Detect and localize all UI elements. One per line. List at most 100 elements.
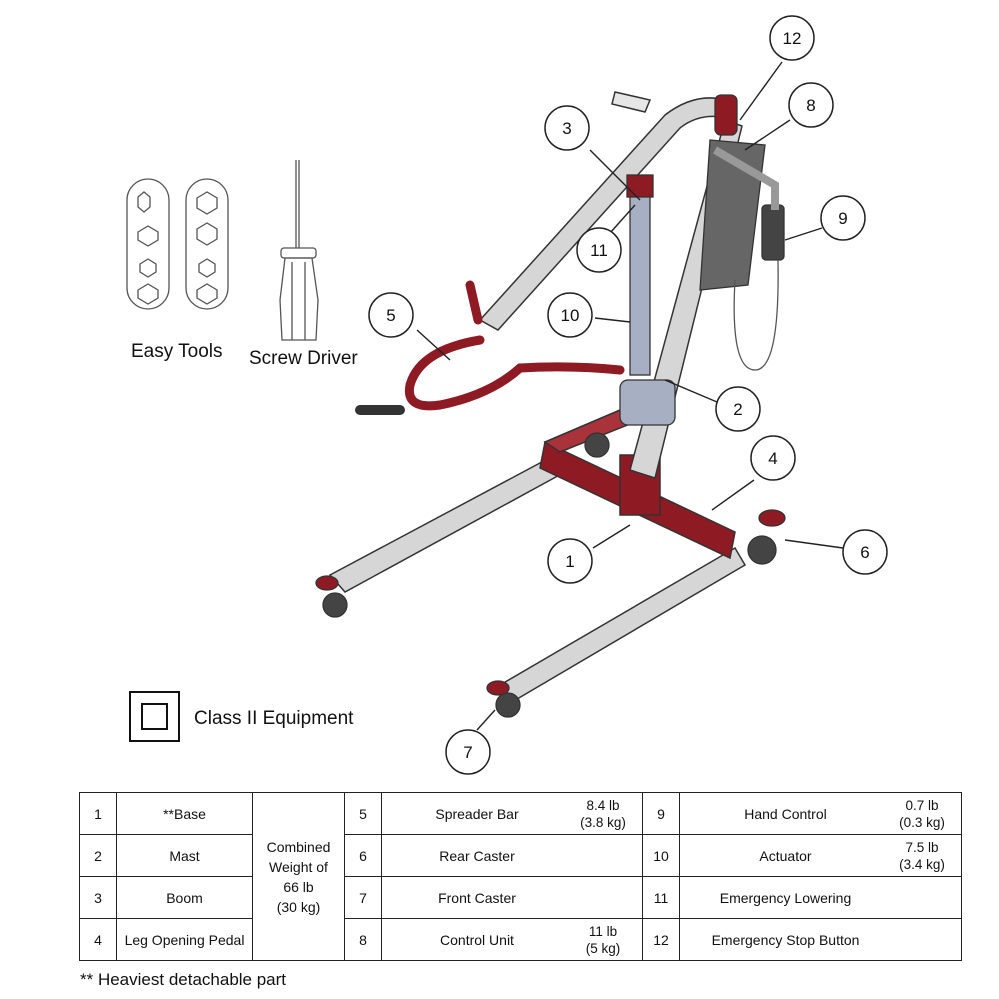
part-name: Emergency Stop Button bbox=[711, 931, 860, 948]
callout-1: 1 bbox=[547, 538, 593, 584]
easy-tools-label: Easy Tools bbox=[131, 341, 223, 362]
callout-circle bbox=[750, 435, 796, 481]
part-name: Boom bbox=[116, 876, 253, 919]
callout-number: 1 bbox=[565, 552, 574, 571]
part-name: Actuator bbox=[759, 847, 812, 864]
callout-circle bbox=[547, 538, 593, 584]
part-number: 5 bbox=[344, 792, 382, 835]
part-name: Rear Caster bbox=[439, 847, 515, 864]
part-number: 4 bbox=[79, 918, 117, 961]
combined-weight-line: (30 kg) bbox=[276, 898, 321, 915]
callout-number: 3 bbox=[562, 119, 571, 138]
callout-circle bbox=[544, 105, 590, 151]
part-name: Mast bbox=[116, 834, 253, 877]
part-number: 6 bbox=[344, 834, 382, 877]
part-number: 1 bbox=[79, 792, 117, 835]
part-name-with-weight: Front Caster bbox=[381, 876, 643, 919]
callout-circle bbox=[788, 82, 834, 128]
part-weight-kg: (0.3 kg) bbox=[899, 814, 945, 830]
class-ii-symbol bbox=[129, 691, 180, 742]
part-weight: 8.4 lb(3.8 kg) bbox=[568, 797, 638, 831]
part-number: 3 bbox=[79, 876, 117, 919]
footnote: ** Heaviest detachable part bbox=[80, 970, 287, 989]
callout-circle bbox=[715, 386, 761, 432]
part-weight-lb: 7.5 lb bbox=[905, 839, 939, 855]
part-name: Leg Opening Pedal bbox=[116, 918, 253, 961]
part-weight-lb: 8.4 lb bbox=[586, 797, 620, 813]
table-row: 3 Boom 7 Front Caster 11 Emergency Lower… bbox=[79, 876, 962, 919]
callout-circle bbox=[842, 529, 888, 575]
combined-weight-line: Combined bbox=[266, 838, 331, 855]
part-number: 10 bbox=[642, 834, 680, 877]
callout-number: 9 bbox=[838, 209, 847, 228]
callout-number: 12 bbox=[783, 29, 802, 48]
callout-circle bbox=[820, 195, 866, 241]
callout-6: 6 bbox=[842, 529, 888, 575]
part-number: 12 bbox=[642, 918, 680, 961]
part-weight-lb: 11 lb bbox=[588, 923, 618, 939]
callout-circle bbox=[547, 292, 593, 338]
parts-table: 1 **Base Combined Weight of 66 lb (30 kg… bbox=[79, 792, 962, 961]
callout-8: 8 bbox=[788, 82, 834, 128]
part-number: 9 bbox=[642, 792, 680, 835]
callout-3: 3 bbox=[544, 105, 590, 151]
part-weight-kg: (5 kg) bbox=[585, 940, 621, 956]
lift-actuator bbox=[619, 174, 676, 426]
callout-4: 4 bbox=[750, 435, 796, 481]
part-name-with-weight: Hand Control 0.7 lb(0.3 kg) bbox=[679, 792, 962, 835]
part-weight: 7.5 lb(3.4 kg) bbox=[887, 839, 957, 873]
lift-spreader-bar bbox=[355, 280, 625, 415]
callout-9: 9 bbox=[820, 195, 866, 241]
callout-circle bbox=[769, 15, 815, 61]
part-name-with-weight: Rear Caster bbox=[381, 834, 643, 877]
easy-tools-illustration bbox=[126, 178, 229, 310]
callout-leaders bbox=[416, 61, 844, 731]
part-name-with-weight: Emergency Lowering bbox=[679, 876, 962, 919]
part-weight: 11 lb(5 kg) bbox=[568, 923, 638, 957]
part-number: 7 bbox=[344, 876, 382, 919]
lift-control-unit bbox=[699, 94, 785, 371]
callout-number: 4 bbox=[768, 449, 777, 468]
part-number: 8 bbox=[344, 918, 382, 961]
table-row: 1 **Base Combined Weight of 66 lb (30 kg… bbox=[79, 792, 962, 961]
part-name-with-weight: Spreader Bar 8.4 lb(3.8 kg) bbox=[381, 792, 643, 835]
combined-weight-cell: Combined Weight of 66 lb (30 kg) bbox=[252, 792, 345, 961]
callout-number: 5 bbox=[386, 306, 395, 325]
part-name-with-weight: Actuator 7.5 lb(3.4 kg) bbox=[679, 834, 962, 877]
part-name: **Base bbox=[116, 792, 253, 835]
part-name: Front Caster bbox=[438, 889, 516, 906]
callout-11: 11 bbox=[576, 227, 622, 273]
part-name: Hand Control bbox=[744, 805, 827, 822]
table-row: 4 Leg Opening Pedal 8 Control Unit 11 lb… bbox=[79, 918, 962, 961]
part-name: Emergency Lowering bbox=[719, 889, 852, 906]
callout-circle bbox=[368, 292, 414, 338]
callout-number: 8 bbox=[806, 96, 815, 115]
part-name: Spreader Bar bbox=[435, 805, 519, 822]
part-number: 2 bbox=[79, 834, 117, 877]
part-weight-kg: (3.8 kg) bbox=[580, 814, 626, 830]
lift-base bbox=[539, 409, 736, 560]
class-ii-label: Class II Equipment bbox=[194, 708, 354, 729]
part-weight: 0.7 lb(0.3 kg) bbox=[887, 797, 957, 831]
callout-7: 7 bbox=[445, 729, 491, 775]
part-name-with-weight: Control Unit 11 lb(5 kg) bbox=[381, 918, 643, 961]
combined-weight-line: Weight of bbox=[269, 858, 328, 875]
callout-12: 12 bbox=[769, 15, 815, 61]
callout-number: 7 bbox=[463, 743, 472, 762]
table-row: 2 Mast 6 Rear Caster 10 Actuator 7.5 lb(… bbox=[79, 834, 962, 877]
part-weight-kg: (3.4 kg) bbox=[899, 856, 945, 872]
callout-number: 10 bbox=[561, 306, 580, 325]
callout-10: 10 bbox=[547, 292, 593, 338]
callout-circle bbox=[445, 729, 491, 775]
callout-5: 5 bbox=[368, 292, 414, 338]
screw-driver-illustration bbox=[279, 160, 319, 341]
callout-2: 2 bbox=[715, 386, 761, 432]
part-number: 11 bbox=[642, 876, 680, 919]
combined-weight-line: 66 lb bbox=[283, 878, 314, 895]
lift-legs bbox=[328, 453, 747, 703]
callout-number: 2 bbox=[733, 400, 742, 419]
callout-number: 11 bbox=[590, 241, 608, 260]
part-name: Control Unit bbox=[440, 931, 514, 948]
